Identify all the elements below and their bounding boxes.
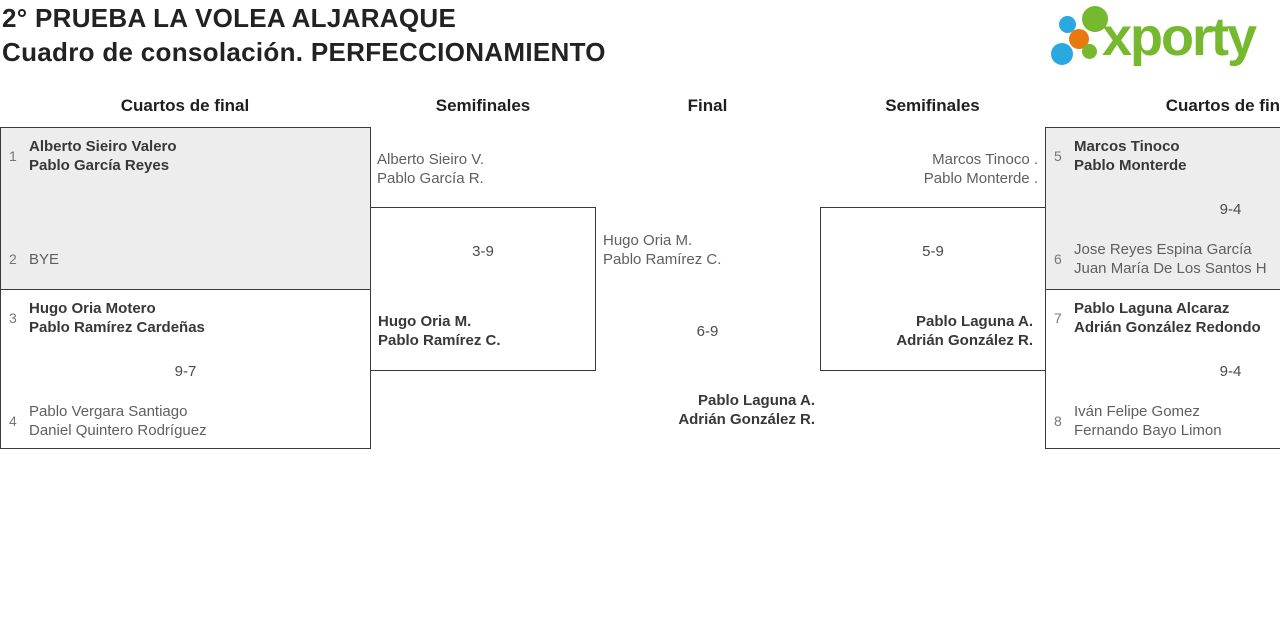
match-box-qf1: 1 Alberto Sieiro Valero Pablo García Rey… xyxy=(0,127,371,290)
team-name-line: Daniel Quintero Rodríguez xyxy=(29,422,207,439)
team-name-line: Pablo Monterde . xyxy=(923,170,1038,187)
team-entry-sfright-top: Marcos Tinoco . Pablo Monterde . xyxy=(820,150,1038,188)
seed-number: 3 xyxy=(9,310,17,326)
logo-dot-green-large-icon xyxy=(1082,6,1108,32)
match-box-sf-left: 3-9 Hugo Oria M. Pablo Ramírez C. xyxy=(370,207,596,371)
team-name-line: Hugo Oria Motero xyxy=(29,300,156,317)
seed-number: 2 xyxy=(9,251,17,267)
round-header-qf-left: Cuartos de final xyxy=(120,96,250,115)
round-header-qf-right: Cuartos de final xyxy=(1165,96,1280,115)
team-name-line: Pablo García Reyes xyxy=(29,157,170,174)
match-box-sf-right: 5-9 Pablo Laguna A. Adrián González R. xyxy=(820,207,1046,371)
team-entry-qf4-top: 7 Pablo Laguna Alcaraz Adrián González R… xyxy=(1054,299,1261,337)
team-name-line: Alberto Sieiro Valero xyxy=(29,138,177,155)
seed-number: 6 xyxy=(1054,251,1062,267)
team-name-line: Pablo Ramírez C. xyxy=(603,251,722,268)
team-entry-qf1-bottom: 2 BYE xyxy=(9,240,59,278)
seed-number: 5 xyxy=(1054,148,1062,164)
bracket-subtitle: Cuadro de consolación. PERFECCIONAMIENTO xyxy=(2,37,606,67)
team-name-line: Adrián González R. xyxy=(678,411,815,428)
match-box-qf4: 7 Pablo Laguna Alcaraz Adrián González R… xyxy=(1045,289,1280,449)
team-entry-sfleft-bottom: Hugo Oria M. Pablo Ramírez C. xyxy=(378,312,501,350)
round-header-sf-left: Semifinales xyxy=(435,96,531,115)
match-score-qf3: 9-4 xyxy=(1219,201,1242,218)
seed-number: 1 xyxy=(9,148,17,164)
team-name-line: Adrián González R. xyxy=(896,332,1033,349)
match-score-qf2: 9-7 xyxy=(174,363,197,380)
tournament-name: 2° PRUEBA LA VOLEA ALJARAQUE xyxy=(2,3,457,33)
team-name-line: Pablo Laguna Alcaraz xyxy=(1074,300,1230,317)
team-entry-qf2-bottom: 4 Pablo Vergara Santiago Daniel Quintero… xyxy=(9,402,207,440)
team-name-line: BYE xyxy=(29,250,60,268)
team-entry-qf1-top: 1 Alberto Sieiro Valero Pablo García Rey… xyxy=(9,137,177,175)
team-name-line: Pablo Laguna A. xyxy=(698,392,815,409)
match-box-qf2: 3 Hugo Oria Motero Pablo Ramírez Cardeña… xyxy=(0,289,371,449)
team-name-line: Hugo Oria M. xyxy=(378,313,472,330)
team-name-line: Adrián González Redondo xyxy=(1074,319,1261,336)
team-name-line: Jose Reyes Espina García xyxy=(1074,241,1252,258)
logo-dot-blue-small-icon xyxy=(1059,16,1076,33)
team-name-line: Pablo García R. xyxy=(377,170,484,187)
team-name-line: Fernando Bayo Limon xyxy=(1074,422,1222,439)
team-name-line: Juan María De Los Santos H xyxy=(1074,260,1267,277)
xporty-logo[interactable]: xporty xyxy=(1048,4,1280,70)
team-entry-qf3-bottom: 6 Jose Reyes Espina García Juan María De… xyxy=(1054,240,1267,278)
team-name-line: Alberto Sieiro V. xyxy=(377,151,485,168)
team-entry-qf4-bottom: 8 Iván Felipe Gomez Fernando Bayo Limon xyxy=(1054,402,1222,440)
team-name-line: Iván Felipe Gomez xyxy=(1074,403,1200,420)
team-name-line: Pablo Vergara Santiago xyxy=(29,403,188,420)
round-header-sf-right: Semifinales xyxy=(885,96,980,115)
team-entry-sfright-bottom: Pablo Laguna A. Adrián González R. xyxy=(821,312,1033,350)
logo-dot-green-small-icon xyxy=(1082,44,1097,59)
team-entry-qf3-top: 5 Marcos Tinoco Pablo Monterde xyxy=(1054,137,1187,175)
match-score-qf4: 9-4 xyxy=(1219,363,1242,380)
team-name-line: Pablo Laguna A. xyxy=(916,313,1033,330)
team-name-line: Pablo Ramírez C. xyxy=(378,332,501,349)
seed-number: 4 xyxy=(9,413,17,429)
team-entry-qf2-top: 3 Hugo Oria Motero Pablo Ramírez Cardeña… xyxy=(9,299,205,337)
match-box-qf3: 5 Marcos Tinoco Pablo Monterde 9-4 6 Jos… xyxy=(1045,127,1280,290)
seed-number: 8 xyxy=(1054,413,1062,429)
team-entry-final-bottom: Pablo Laguna A. Adrián González R. xyxy=(595,391,815,429)
logo-dot-orange-icon xyxy=(1069,29,1089,49)
team-name-line: Marcos Tinoco . xyxy=(932,151,1038,168)
logo-dot-blue-large-icon xyxy=(1051,43,1073,65)
match-score-final: 6-9 xyxy=(696,323,719,340)
team-name-line: Hugo Oria M. xyxy=(603,232,693,249)
match-score-sf-right: 5-9 xyxy=(922,243,944,260)
team-name-line: Marcos Tinoco xyxy=(1074,138,1180,155)
logo-wordmark: xporty xyxy=(1102,7,1257,67)
team-entry-sfleft-top: Alberto Sieiro V. Pablo García R. xyxy=(377,150,484,188)
match-score-sf-left: 3-9 xyxy=(472,243,494,260)
team-name-line: Pablo Ramírez Cardeñas xyxy=(29,319,205,336)
page-title: 2° PRUEBA LA VOLEA ALJARAQUE Cuadro de c… xyxy=(2,1,606,69)
team-name-line: Pablo Monterde xyxy=(1074,157,1187,174)
round-header-final: Final xyxy=(687,96,728,115)
team-entry-final-top: Hugo Oria M. Pablo Ramírez C. xyxy=(603,231,721,269)
seed-number: 7 xyxy=(1054,310,1062,326)
